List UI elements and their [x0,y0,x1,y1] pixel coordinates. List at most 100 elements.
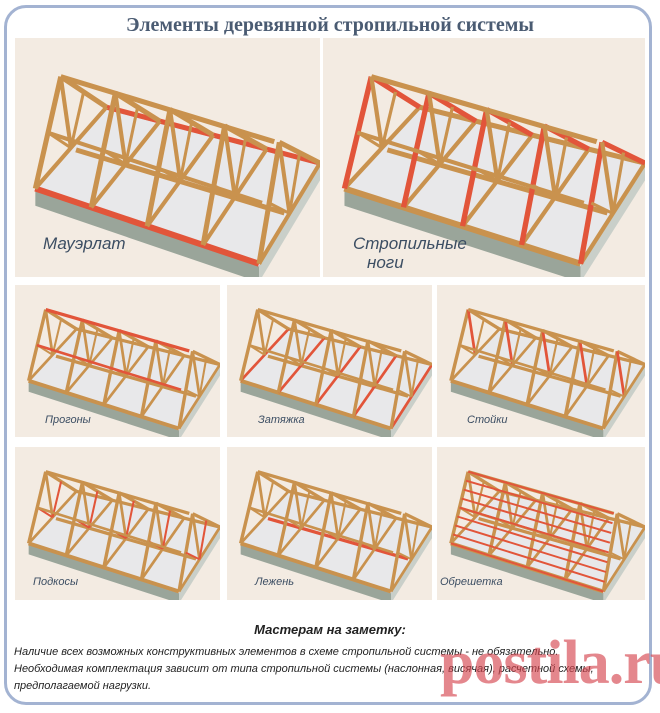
tie-beam [526,346,574,406]
post [117,330,128,376]
ridge-purlin [45,470,190,515]
mauerlat-back [498,327,645,367]
tie-beam [602,526,645,593]
strut [125,500,135,539]
post [329,492,340,539]
strut [178,121,194,181]
post [599,141,615,214]
strut [410,357,420,397]
ridge-purlin [257,470,402,515]
tie-beam [564,517,610,581]
wall-front [240,382,391,437]
post [81,482,91,528]
batten [463,488,612,534]
strut [585,348,596,387]
rafter-leg [44,470,78,493]
panel-rafters: Стропильные ноги [323,38,645,277]
panel-purlins: Прогоны [15,285,220,437]
roof-diagram-struts [27,470,220,600]
post [578,340,589,387]
wall-side [259,165,320,277]
strut [609,551,625,561]
wall-front [450,382,604,437]
panel-sill: Лежень [227,447,432,600]
infographic-frame [4,5,652,705]
post [58,76,73,149]
side-purlin [458,343,606,392]
wall-side [580,165,645,277]
wall-front [28,382,179,437]
strut [300,328,311,366]
ridge-purlin [60,74,275,145]
tie-beam [33,105,109,190]
strut [185,551,200,561]
post [484,109,500,181]
strut [474,319,485,356]
wall-side [391,365,432,437]
roof-diagram-mauerlat [32,74,320,277]
note-heading: Мастерам на заметку: [254,622,406,637]
batten [467,470,615,515]
post [366,503,377,549]
ridge-purlin [467,308,615,353]
strut [590,201,614,215]
label-ties: Затяжка [258,414,305,426]
wall-side [179,365,220,437]
post [426,92,442,165]
post [256,471,266,518]
wall-side [603,528,645,600]
batten [450,542,604,593]
strut [51,319,63,356]
strut [611,152,626,214]
strut [88,491,99,529]
rafter-leg [577,141,605,265]
post [366,340,377,387]
post [466,471,477,518]
strut [438,106,455,165]
post [403,513,413,560]
strut [185,389,200,398]
post [256,309,266,356]
strut [161,510,172,549]
post [504,482,514,528]
label-mauerlat: Мауэрлат [43,234,126,253]
side-purlin [46,130,263,205]
batten [452,533,606,583]
strut [380,91,398,149]
ridge-purlin [370,74,598,145]
batten [459,506,609,554]
post [154,340,165,387]
strut [397,551,412,561]
batten [465,479,613,525]
rafter-leg [177,351,195,429]
wall-front [28,544,179,600]
side-purlin [36,343,182,392]
strut [410,520,420,560]
wall-front [450,544,604,600]
strut [337,500,347,539]
strut [373,510,384,549]
post [466,309,477,356]
side-purlin [248,343,394,392]
side-purlin [356,130,585,205]
watermark: postila.ru [440,629,660,697]
label-sill: Лежень [255,576,295,588]
strut [300,491,311,529]
strut [623,520,633,560]
panel-posts: Стойки [437,285,645,437]
rafter-leg [278,139,320,166]
page-title: Элементы деревянной стропильной системы [126,14,534,36]
batten [461,497,611,544]
strut [233,137,248,198]
strut [397,389,412,398]
rafter-leg [256,470,290,493]
roof-diagram-posts [449,308,645,437]
strut [495,121,512,181]
tie-beam [140,517,186,581]
strut [373,348,384,387]
post [542,125,558,198]
label-rafters-2: ноги [367,253,404,272]
panel-mauerlat: Мауэрлат [15,38,320,277]
post [191,351,201,397]
panel-ties: Затяжка [227,285,432,437]
